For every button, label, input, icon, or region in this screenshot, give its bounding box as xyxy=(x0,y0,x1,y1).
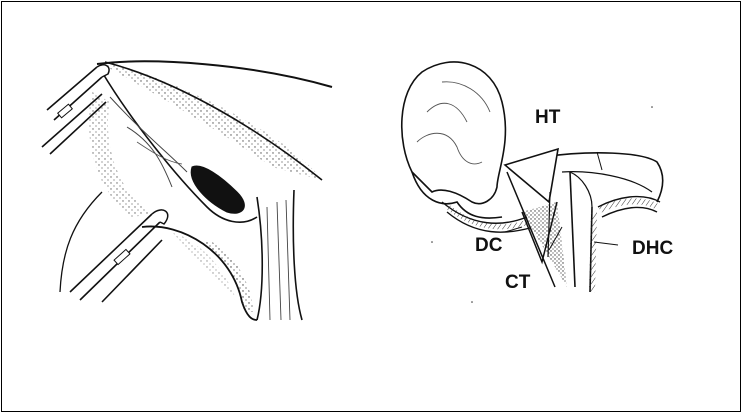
right-drawing xyxy=(402,62,663,303)
label-ht: HT xyxy=(535,107,561,128)
label-dc: DC xyxy=(475,235,503,256)
forceps-lower xyxy=(70,210,168,302)
label-ct: CT xyxy=(505,272,531,293)
label-dhc: DHC xyxy=(632,238,673,259)
left-drawing xyxy=(42,61,332,320)
